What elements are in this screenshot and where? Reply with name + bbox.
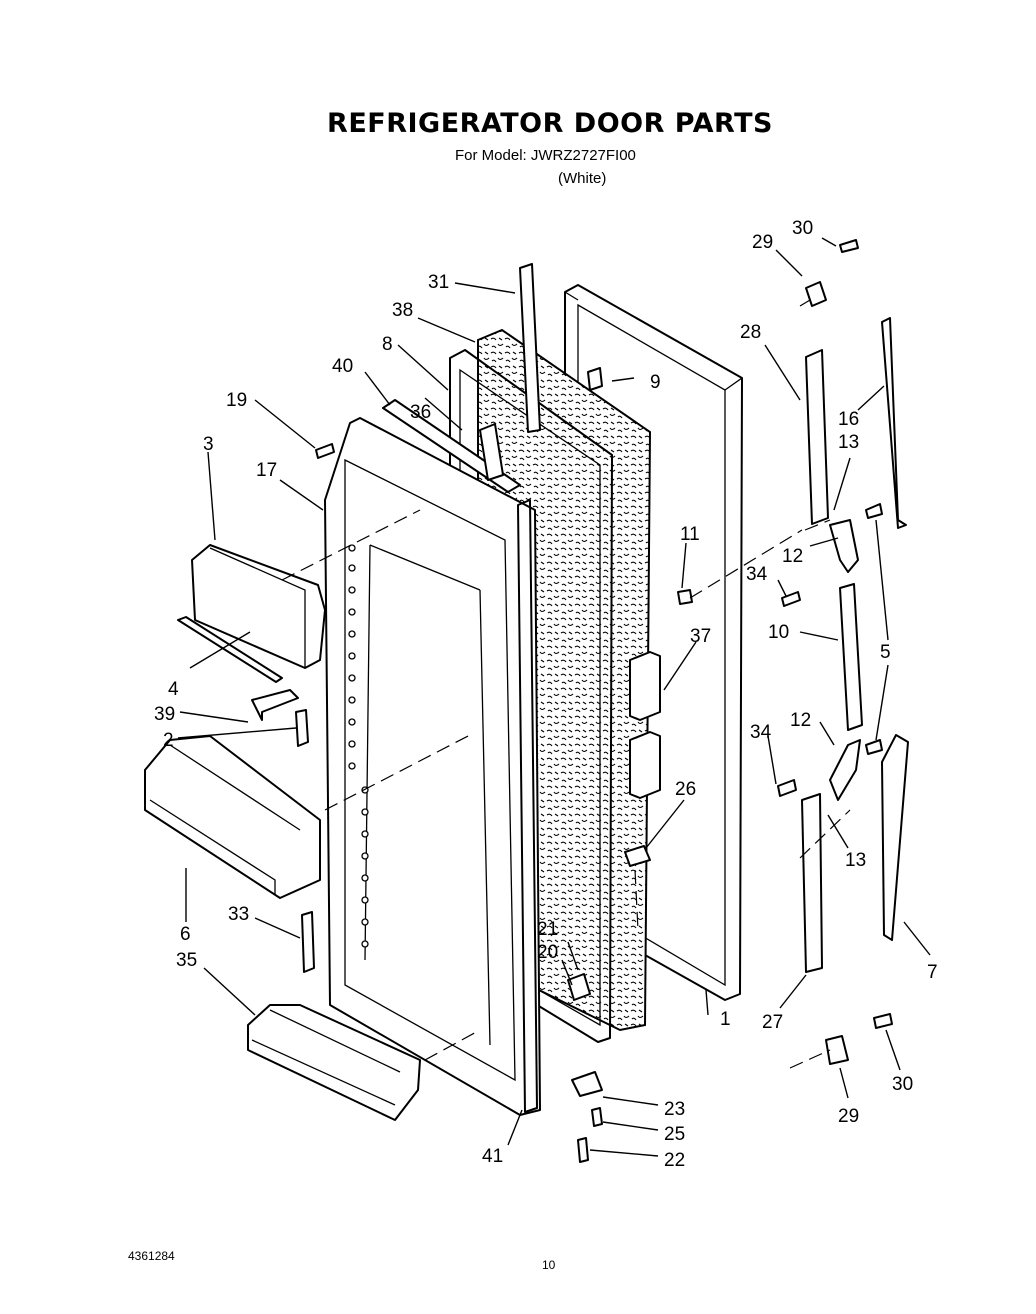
callout-23: 23 <box>664 1099 685 1120</box>
page-number: 10 <box>542 1258 556 1272</box>
callout-9: 9 <box>650 372 661 393</box>
callout-39: 39 <box>154 704 175 725</box>
screw-22 <box>577 1137 589 1163</box>
model-line: For Model: JWRZ2727FI00 <box>455 147 636 164</box>
door-rail <box>519 263 541 433</box>
handle-bar <box>839 583 863 731</box>
callout-12-lower: 12 <box>790 710 811 731</box>
clip-26 <box>624 845 651 867</box>
callout-29-lower: 29 <box>838 1106 859 1127</box>
lower-hinge-channel <box>801 793 823 973</box>
color-line: (White) <box>558 170 607 187</box>
bracket-23 <box>571 1071 603 1097</box>
plug-9 <box>587 367 603 391</box>
dairy-door-bin <box>191 544 326 669</box>
foam-block-upper <box>629 651 661 721</box>
callout-6: 6 <box>180 924 191 945</box>
callout-37: 37 <box>690 626 711 647</box>
screw-34-lower <box>777 779 797 797</box>
leader-lines <box>177 237 931 1157</box>
screw-5-upper <box>865 503 883 519</box>
callout-38: 38 <box>392 300 413 321</box>
door-shelf-bin <box>144 735 321 899</box>
callout-19: 19 <box>226 390 247 411</box>
clip-11 <box>677 589 693 605</box>
bracket-2 <box>295 709 309 747</box>
screw-19 <box>315 443 335 459</box>
callout-41: 41 <box>482 1146 503 1167</box>
callout-3: 3 <box>203 434 214 455</box>
lower-hinge-screw <box>873 1013 893 1029</box>
callout-7: 7 <box>927 962 938 983</box>
lower-door-bin <box>247 1004 421 1121</box>
foam-block-lower <box>629 731 661 799</box>
callout-4: 4 <box>168 679 179 700</box>
callout-11: 11 <box>680 524 700 545</box>
upper-handle-trim <box>881 317 907 529</box>
callout-labels: 1 2 3 4 5 6 7 8 9 10 11 12 12 13 13 16 1… <box>154 218 938 1171</box>
callout-8: 8 <box>382 334 393 355</box>
handle-cap-upper <box>829 519 859 573</box>
upper-hinge-channel <box>805 349 829 525</box>
callout-21: 21 <box>537 919 558 940</box>
callout-5: 5 <box>880 642 891 663</box>
callout-2: 2 <box>163 730 174 751</box>
diagram-title: REFRIGERATOR DOOR PARTS <box>327 108 773 139</box>
callout-13-upper: 13 <box>838 432 859 453</box>
bracket-33 <box>301 911 315 973</box>
callout-26: 26 <box>675 779 696 800</box>
dairy-door-trim <box>177 616 283 683</box>
inner-door-liner <box>324 417 541 1116</box>
bracket-21-20 <box>567 973 591 1001</box>
liner-shelf-holes <box>348 544 369 948</box>
callout-29-upper: 29 <box>752 232 773 253</box>
callout-27: 27 <box>762 1012 783 1033</box>
callout-36: 36 <box>410 402 431 423</box>
clip-39 <box>251 689 299 721</box>
handle-cap-lower <box>829 739 861 801</box>
lower-handle-trim <box>881 734 909 941</box>
callout-16: 16 <box>838 409 859 430</box>
callout-20: 20 <box>537 942 558 963</box>
callout-34-upper: 34 <box>746 564 768 585</box>
callout-33: 33 <box>228 904 249 925</box>
callout-34-lower: 34 <box>750 722 772 743</box>
callout-10: 10 <box>768 622 789 643</box>
alignment-lines <box>281 299 851 1069</box>
callout-40: 40 <box>332 356 353 377</box>
screw-25 <box>591 1107 603 1127</box>
screw-5-lower <box>865 739 883 755</box>
document-number: 4361284 <box>128 1249 175 1263</box>
callout-25: 25 <box>664 1124 685 1145</box>
callout-1: 1 <box>720 1009 731 1030</box>
callout-13-lower: 13 <box>845 850 866 871</box>
top-cap <box>382 399 521 493</box>
upper-hinge-bracket <box>805 281 827 307</box>
upper-hinge-screw <box>839 239 859 253</box>
callout-30-upper: 30 <box>792 218 813 239</box>
screw-34-upper <box>781 591 801 607</box>
callout-31: 31 <box>428 272 449 293</box>
callout-17: 17 <box>256 460 277 481</box>
lower-hinge-bracket <box>825 1035 849 1065</box>
callout-22: 22 <box>664 1150 685 1171</box>
callout-12-upper: 12 <box>782 546 803 567</box>
callout-35: 35 <box>176 950 197 971</box>
callout-28: 28 <box>740 322 761 343</box>
callout-30-lower: 30 <box>892 1074 913 1095</box>
